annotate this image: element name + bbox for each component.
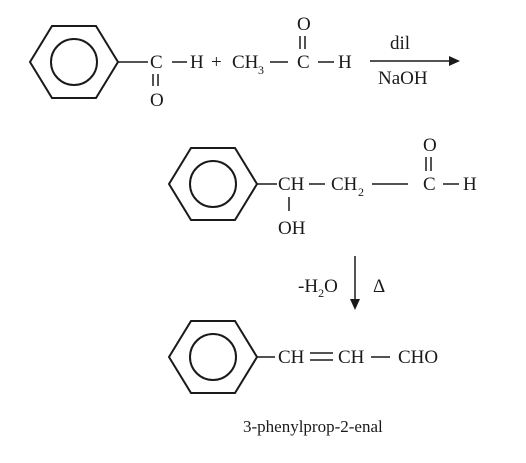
benzene-ring-icon — [167, 320, 259, 394]
arrow-head-icon — [350, 299, 360, 310]
ch-label: CH — [278, 347, 305, 368]
carbon-label: C — [423, 174, 436, 195]
hydroxyl-label: OH — [278, 218, 306, 239]
oxygen-label: O — [297, 14, 311, 35]
oxygen-label: O — [423, 135, 437, 156]
ch-label: CH — [278, 174, 305, 195]
aldol-intermediate: CH OH CH 2 O C H — [167, 135, 477, 239]
oxygen-label: O — [150, 90, 164, 111]
hydrogen-label: H — [190, 52, 204, 73]
arrow-head-icon — [449, 56, 460, 66]
benzene-ring-circle — [50, 38, 98, 86]
ch2-subscript: 2 — [358, 185, 364, 199]
benzaldehyde: C O H — [28, 25, 204, 111]
condition-naoh: NaOH — [378, 68, 428, 89]
condition-dil: dil — [390, 33, 410, 54]
carbon-label: C — [150, 52, 163, 73]
benzene-ring-circle — [189, 160, 237, 208]
benzene-ring-circle — [189, 333, 237, 381]
acetaldehyde: CH 3 O C H — [232, 14, 352, 77]
plus-sign: + — [211, 52, 222, 73]
benzene-ring-icon — [167, 147, 259, 221]
carbon-label: C — [297, 52, 310, 73]
benzene-ring-icon — [28, 25, 120, 99]
hydrogen-label: H — [338, 52, 352, 73]
hydrogen-label: H — [463, 174, 477, 195]
cinnamaldehyde-product: CH CH CHO — [167, 320, 438, 394]
condition-heat: Δ — [373, 276, 385, 297]
ch3-label: CH — [232, 52, 259, 73]
ch3-subscript: 3 — [258, 63, 264, 77]
product-name: 3-phenylprop-2-enal — [243, 417, 383, 436]
ch-label: CH — [338, 347, 365, 368]
ch2-label: CH — [331, 174, 358, 195]
cho-label: CHO — [398, 347, 438, 368]
reaction-arrow-1: dil NaOH — [370, 33, 460, 89]
condition-minus-h2o: -H2O — [298, 276, 338, 300]
reaction-arrow-2: -H2O Δ — [298, 256, 385, 310]
